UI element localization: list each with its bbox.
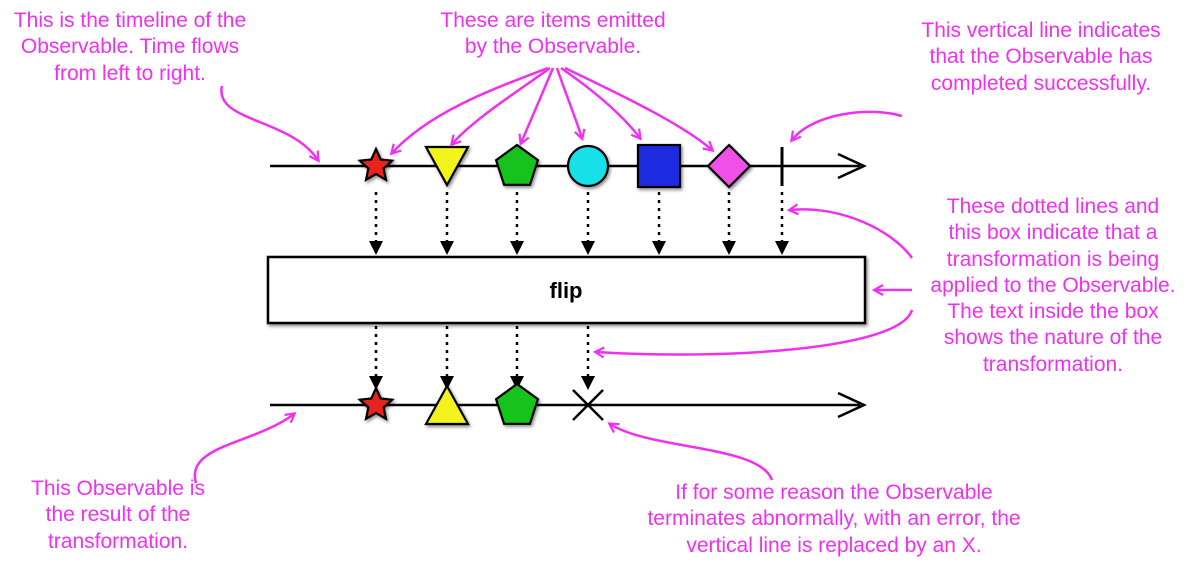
- callout-arrow-dotted-lines: [790, 209, 914, 259]
- dotted-arrow: [581, 192, 595, 255]
- result-items: [357, 382, 604, 426]
- annotation-completed: This vertical line indicates that the Obs…: [921, 18, 1160, 97]
- callout-arrow-connector: [596, 309, 914, 355]
- annotation-line: This vertical line indicates: [921, 19, 1161, 42]
- annotation-line: Observable. Time flows: [20, 35, 240, 59]
- triangle-down-icon: [424, 145, 470, 188]
- callout-arrow-completion: [792, 110, 903, 140]
- callout-arrow-result: [193, 414, 294, 484]
- square-icon: [636, 143, 682, 189]
- callout-arrow-timeline: [220, 85, 318, 160]
- star-icon: [357, 146, 395, 182]
- annotation-line: transformation is being: [946, 247, 1160, 271]
- annotation-line: completed successfully.: [930, 71, 1152, 95]
- annotation-line: applied to the Observable.: [930, 273, 1176, 297]
- annotation-line: from left to right.: [54, 61, 206, 85]
- annotation-line: These are items emitted: [440, 9, 666, 32]
- callout-arrow-item-pentagon: [521, 67, 555, 143]
- callout-arrow-item-diamond: [564, 66, 712, 150]
- callout-arrows: [193, 66, 914, 484]
- dotted-arrow: [369, 192, 383, 255]
- dotted-arrow: [652, 192, 666, 255]
- annotation-items: These are items emitted by the Observable…: [440, 8, 665, 61]
- pentagon-icon: [494, 382, 540, 425]
- annotation-line: This is the timeline of the: [13, 9, 247, 32]
- operator-label: flip: [550, 278, 583, 303]
- pentagon-icon: [494, 143, 540, 186]
- annotation-transformation: These dotted lines and this box indicate …: [930, 194, 1175, 378]
- annotation-line: transformation.: [47, 529, 189, 553]
- dotted-arrow: [510, 192, 524, 255]
- annotation-error: If for some reason the Observable termina…: [647, 480, 1020, 559]
- annotation-line: The text inside the box: [947, 300, 1159, 323]
- dotted-arrow: [440, 192, 454, 255]
- dotted-arrow: [722, 192, 736, 255]
- dotted-arrow: [440, 326, 454, 390]
- dotted-arrow: [775, 192, 789, 255]
- triangle-up-icon: [424, 383, 470, 426]
- diamond-icon: [706, 143, 752, 189]
- operator-box: [266, 255, 867, 325]
- callout-arrow-item-star: [392, 66, 549, 153]
- callout-arrow-item-square: [560, 66, 640, 138]
- annotation-line: by the Observable.: [464, 35, 642, 59]
- dotted-arrow: [510, 326, 524, 390]
- annotation-line: This Observable is: [31, 477, 205, 500]
- result-timeline-arrowhead: [837, 391, 867, 419]
- star-icon: [357, 385, 395, 421]
- annotation-line: vertical line is replaced by an X.: [686, 533, 982, 557]
- callout-arrow-error: [610, 424, 774, 481]
- annotation-line: this box indicate that a: [948, 221, 1158, 245]
- annotation-line: If for some reason the Observable: [675, 481, 993, 504]
- dotted-arrow: [581, 326, 595, 390]
- source-items: [357, 143, 752, 189]
- annotation-line: the result of the: [45, 503, 191, 527]
- callout-arrow-item-triangle: [452, 66, 551, 144]
- dotted-arrow: [369, 326, 383, 390]
- annotation-line: shows the nature of the: [943, 326, 1163, 350]
- annotation-line: that the Observable has: [929, 45, 1153, 69]
- annotation-line: transformation.: [982, 352, 1124, 376]
- source-timeline-arrowhead: [837, 152, 867, 180]
- circle-icon: [566, 144, 610, 188]
- error-x-icon: [572, 389, 604, 421]
- callout-arrow-item-circle: [555, 67, 582, 138]
- annotation-line: terminates abnormally, with an error, th…: [647, 507, 1021, 531]
- annotation-line: These dotted lines and: [946, 195, 1160, 218]
